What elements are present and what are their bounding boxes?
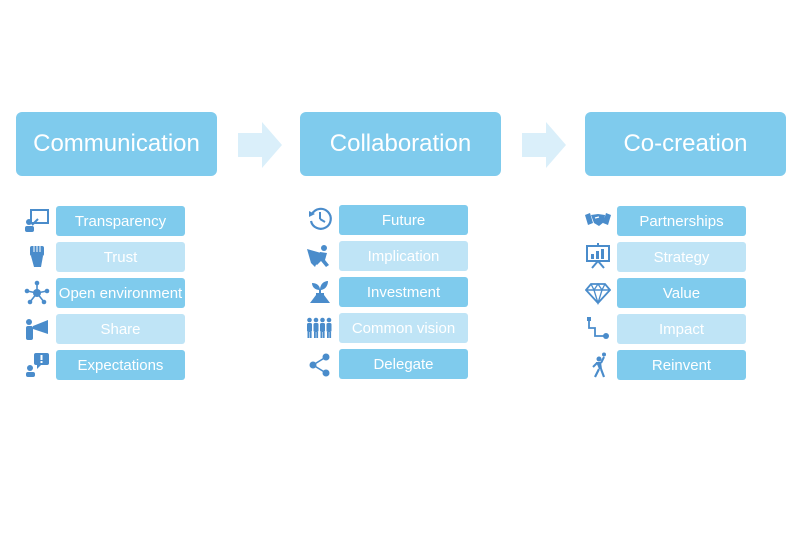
item-partnerships: Partnerships — [617, 206, 746, 236]
item-future: Future — [339, 205, 468, 235]
diamond-icon — [585, 280, 611, 306]
item-strategy: Strategy — [617, 242, 746, 272]
item-implication: Implication — [339, 241, 468, 271]
item-expectations: Expectations — [56, 350, 185, 380]
item-value: Value — [617, 278, 746, 308]
superhero-icon — [305, 243, 331, 269]
item-share: Share — [56, 314, 185, 344]
plant-flask-icon — [307, 279, 333, 305]
item-common-vision: Common vision — [339, 313, 468, 343]
team-icon — [306, 315, 332, 341]
item-open-environment: Open environment — [56, 278, 185, 308]
raised-fist-icon — [24, 243, 50, 269]
header-communication: Communication — [16, 112, 217, 176]
item-delegate: Delegate — [339, 349, 468, 379]
chart-board-icon — [585, 243, 611, 269]
item-reinvent: Reinvent — [617, 350, 746, 380]
presentation-icon — [24, 207, 50, 233]
path-icon — [585, 316, 611, 342]
arrow-right-icon — [238, 122, 282, 168]
network-icon — [24, 280, 50, 306]
speech-bubble-icon — [24, 352, 50, 378]
megaphone-icon — [24, 316, 50, 342]
item-impact: Impact — [617, 314, 746, 344]
item-transparency: Transparency — [56, 206, 185, 236]
item-investment: Investment — [339, 277, 468, 307]
item-trust: Trust — [56, 242, 185, 272]
header-collaboration: Collaboration — [300, 112, 501, 176]
clock-icon — [307, 206, 333, 232]
arrow-right-icon — [522, 122, 566, 168]
header-co-creation: Co-creation — [585, 112, 786, 176]
juggler-icon — [585, 352, 611, 378]
handshake-icon — [585, 207, 611, 233]
share-nodes-icon — [307, 352, 333, 378]
